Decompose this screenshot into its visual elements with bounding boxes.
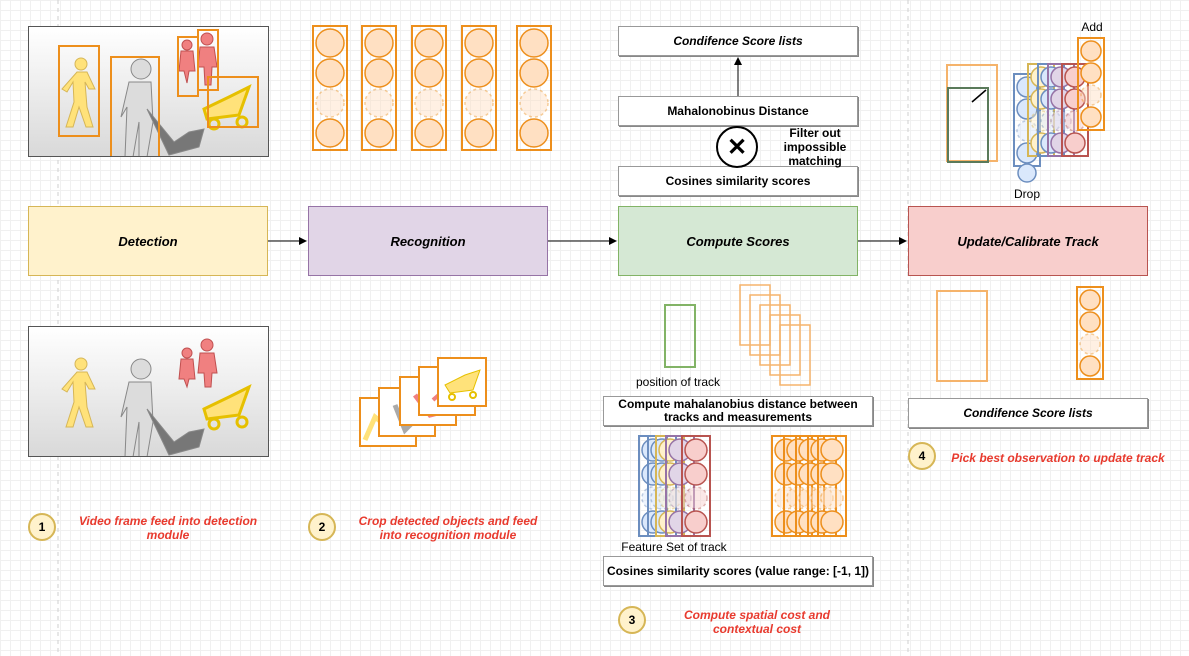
track-boxes-update — [946, 64, 998, 163]
position-of-track-label: position of track — [635, 375, 721, 389]
measurement-feature-set — [771, 435, 847, 537]
cropped-objects-stack — [359, 357, 487, 447]
detection-frame-image — [28, 26, 269, 157]
detection-box-pedestrian — [58, 45, 100, 137]
step-3-badge: 3 — [618, 606, 646, 634]
add-label: Add — [1081, 20, 1103, 34]
measurement-boxes-stack — [739, 284, 811, 386]
detection-box-stroller — [207, 76, 259, 128]
stroller-icon — [202, 83, 252, 131]
confidence-score-lists-box: Condifence Score lists — [618, 26, 858, 56]
update-track-stage[interactable]: Update/Calibrate Track — [908, 206, 1148, 276]
feature-set-label: Feature Set of track — [621, 540, 727, 554]
cosine-similarity-box: Cosines similarity scores — [618, 166, 858, 196]
step-2-caption: Crop detected objects and feed into reco… — [358, 514, 538, 542]
recognition-stage[interactable]: Recognition — [308, 206, 548, 276]
mahalanobis-distance-box: Mahalonobinus Distance — [618, 96, 858, 126]
multiply-operator-icon: ✕ — [716, 126, 758, 168]
track-position-icon — [664, 304, 696, 368]
video-frame-image — [28, 326, 269, 457]
track-feature-set — [638, 435, 711, 537]
step-1-caption: Video frame feed into detection module — [78, 514, 258, 542]
step-1-badge: 1 — [28, 513, 56, 541]
family-icon — [178, 32, 218, 86]
selected-box-icon — [936, 290, 988, 382]
update-confidence-score-lists: Condifence Score lists — [908, 398, 1148, 428]
worker-shovel-icon — [120, 58, 205, 156]
step-4-caption: Pick best observation to update track — [951, 451, 1165, 465]
track-feature-update — [1013, 37, 1105, 183]
step-3-caption: Compute spatial cost and contextual cost — [683, 608, 831, 636]
step-2-badge: 2 — [308, 513, 336, 541]
step-4-badge: 4 — [908, 442, 936, 470]
drop-label: Drop — [1013, 187, 1040, 201]
feature-vectors — [312, 25, 552, 151]
filter-note: Filter out impossible matching — [783, 126, 847, 168]
compute-scores-stage[interactable]: Compute Scores — [618, 206, 858, 276]
compute-mahalanobis-description: Compute mahalanobius distance between tr… — [603, 396, 873, 426]
detection-stage[interactable]: Detection — [28, 206, 268, 276]
pedestrian-walking-icon — [61, 57, 96, 128]
selected-feature-icon — [1076, 286, 1104, 380]
cosine-similarity-range-box: Cosines similarity scores (value range: … — [603, 556, 873, 586]
detection-box-worker — [110, 56, 160, 156]
